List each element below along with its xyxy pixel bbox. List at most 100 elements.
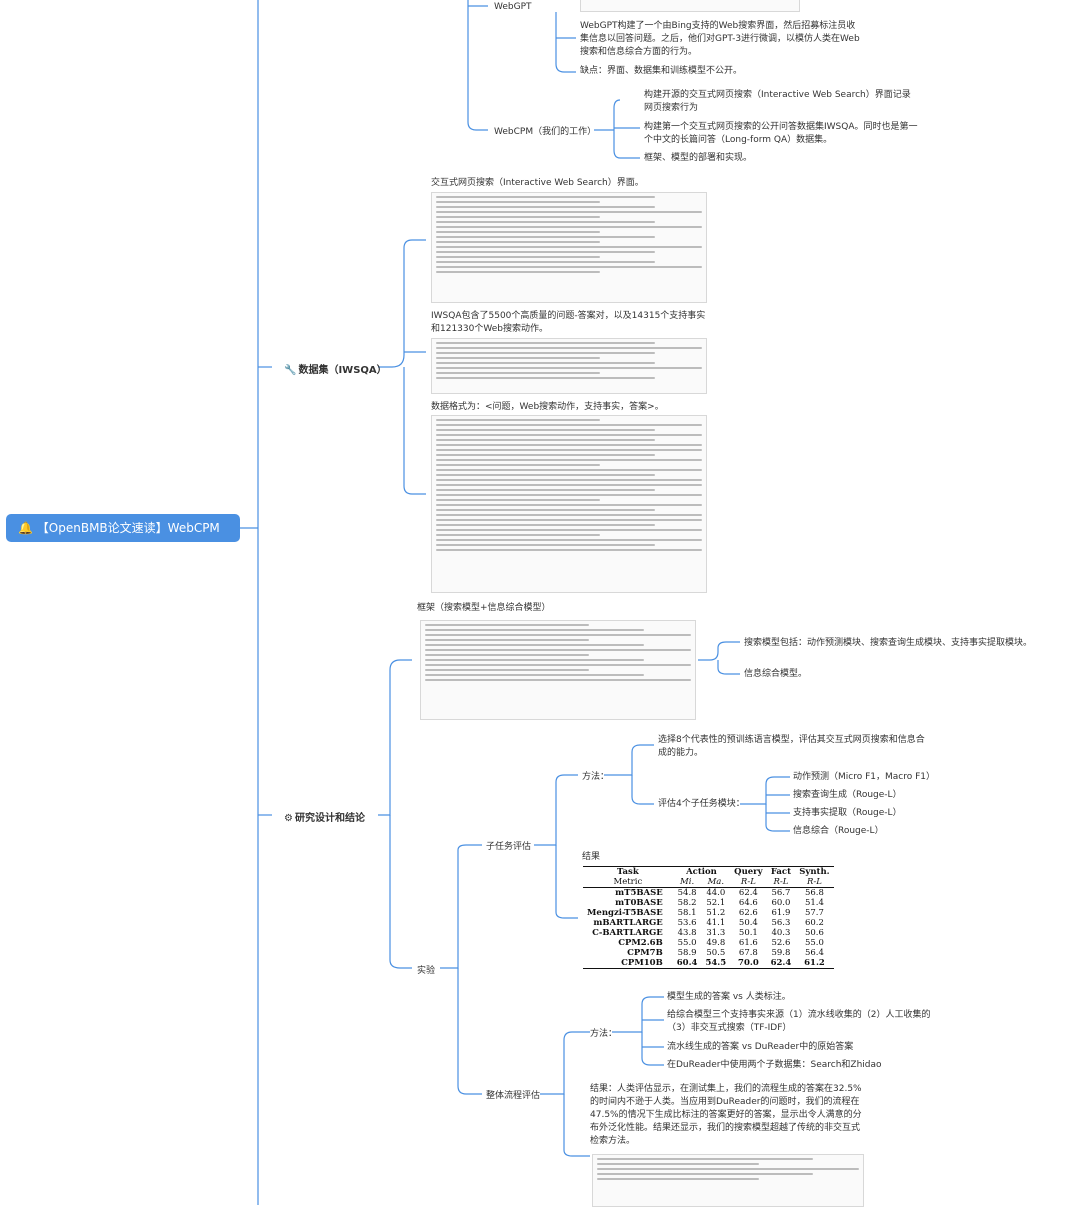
dataset-format: 数据格式为：<问题，Web搜索动作，支持事实，答案>。	[431, 402, 664, 412]
table-subheader: Mi.	[672, 877, 702, 888]
research-label: 研究设计和结论	[294, 813, 365, 824]
score-cell: 60.4	[672, 958, 702, 969]
score-cell: 51.4	[804, 898, 824, 908]
dataset-comparison-table-image	[431, 338, 707, 394]
subtask-method-node[interactable]: 方法：	[582, 772, 610, 782]
model-name-cell: CPM2.6B	[618, 938, 663, 948]
module-item: 动作预测（Micro F1，Macro F1）	[793, 772, 935, 782]
pipeline-method-item: 模型生成的答案 vs 人类标注。	[667, 992, 791, 1002]
framework-item: 信息综合模型。	[744, 669, 808, 679]
score-cell: 56.3	[771, 918, 791, 928]
gear-icon: ⚙	[284, 813, 293, 824]
dataset-stats: IWSQA包含了5500个高质量的问题-答案对，以及14315个支持事实和121…	[431, 311, 706, 334]
score-cell: 58.1	[677, 908, 697, 918]
module-item: 支持事实提取（Rouge-L）	[793, 808, 902, 818]
score-cell: 55.0	[677, 938, 697, 948]
webgpt-cons: 缺点：界面、数据集和训练模型不公开。	[580, 66, 743, 76]
root-label: 【OpenBMB论文速读】WebCPM	[36, 521, 220, 535]
table-row: C-BARTLARGE 43.8 31.3 50.1 40.3 50.6	[583, 928, 834, 938]
score-cell: 50.5	[706, 948, 726, 958]
score-cell: 44.0	[706, 888, 726, 898]
score-cell: 58.2	[677, 898, 697, 908]
score-cell: 52.6	[771, 938, 791, 948]
pipeline-node[interactable]: 整体流程评估	[486, 1091, 541, 1101]
module-item: 信息综合（Rouge-L）	[793, 826, 884, 836]
score-cell: 64.6	[738, 898, 758, 908]
model-name-cell: C-BARTLARGE	[592, 928, 663, 938]
score-cell: 58.9	[677, 948, 697, 958]
table-subheader: R-L	[766, 877, 796, 888]
webcpm-item: 框架、模型的部署和实现。	[644, 153, 753, 163]
model-name-cell: Mengzi-T5BASE	[587, 908, 663, 918]
pipeline-method-item: 给综合模型三个支持事实来源（1）流水线收集的（2）人工收集的（3）非交互式搜索（…	[667, 1010, 931, 1033]
webgpt-screenshot-image	[580, 0, 800, 12]
pipeline-method-item: 流水线生成的答案 vs DuReader中的原始答案	[667, 1042, 854, 1052]
score-cell: 51.2	[706, 908, 726, 918]
score-cell: 56.7	[771, 888, 791, 898]
table-header: Query	[730, 866, 767, 877]
table-header: Synth.	[795, 866, 834, 877]
framework-title: 框架（搜索模型+信息综合模型）	[417, 603, 551, 613]
score-cell: 50.6	[804, 928, 824, 938]
model-name-cell: mT0BASE	[615, 898, 663, 908]
interface-title: 交互式网页搜索（Interactive Web Search）界面。	[431, 178, 644, 188]
score-cell: 54.5	[701, 958, 731, 969]
table-header: Action	[672, 866, 731, 877]
score-cell: 40.3	[771, 928, 791, 938]
table-subheader: Ma.	[701, 877, 731, 888]
score-cell: 62.6	[738, 908, 758, 918]
experiment-node[interactable]: 实验	[417, 966, 436, 976]
pipeline-method-node[interactable]: 方法：	[590, 1029, 618, 1039]
model-name-cell: CPM10B	[583, 958, 673, 969]
score-cell: 62.4	[766, 958, 796, 969]
research-node[interactable]: ⚙研究设计和结论	[280, 808, 369, 825]
table-header: Task	[583, 866, 673, 877]
subtask-node[interactable]: 子任务评估	[486, 842, 532, 852]
model-name-cell: mT5BASE	[615, 888, 663, 898]
table-subheader: R-L	[795, 877, 834, 888]
model-name-cell: mBARTLARGE	[593, 918, 663, 928]
subtask-method-item: 评估4个子任务模块：	[658, 799, 745, 809]
score-cell: 43.8	[677, 928, 697, 938]
webgpt-description: WebGPT构建了一个由Bing支持的Web搜索界面，然后招募标注员收集信息以回…	[580, 21, 860, 57]
webcpm-item: 构建第一个交互式网页搜索的公开问答数据集IWSQA。同时也是第一个中文的长篇问答…	[644, 122, 918, 145]
score-cell: 31.3	[706, 928, 726, 938]
score-cell: 60.0	[771, 898, 791, 908]
framework-item: 搜索模型包括：动作预测模块、搜索查询生成模块、支持事实提取模块。	[744, 638, 1033, 648]
webgpt-node[interactable]: WebGPT	[494, 2, 532, 12]
score-cell: 49.8	[706, 938, 726, 948]
score-cell: 55.0	[804, 938, 824, 948]
table-header: Fact	[766, 866, 796, 877]
wrench-icon: 🔧	[284, 365, 297, 376]
table-row: CPM2.6B 55.0 49.8 61.6 52.6 55.0	[583, 938, 834, 948]
table-subheader: R-L	[730, 877, 767, 888]
model-name-cell: CPM7B	[627, 948, 663, 958]
score-cell: 59.8	[771, 948, 791, 958]
dataset-label: 数据集（IWSQA）	[298, 365, 387, 376]
results-table: Task Action Query Fact Synth. Metric Mi.…	[583, 866, 834, 969]
pipeline-result: 结果：人类评估显示，在测试集上，我们的流程生成的答案在32.5%的时间内不逊于人…	[590, 1084, 862, 1146]
score-cell: 53.6	[677, 918, 697, 928]
score-cell: 50.1	[738, 928, 758, 938]
pipeline-charts-image	[592, 1154, 864, 1207]
root-topic[interactable]: 🔔 【OpenBMB论文速读】WebCPM	[6, 514, 240, 542]
score-cell: 54.8	[677, 888, 697, 898]
pipeline-method-item: 在DuReader中使用两个子数据集：Search和Zhidao	[667, 1060, 882, 1070]
module-item: 搜索查询生成（Rouge-L）	[793, 790, 902, 800]
webcpm-node[interactable]: WebCPM（我们的工作）	[494, 127, 597, 137]
score-cell: 52.1	[706, 898, 726, 908]
interface-screenshot-image	[431, 192, 707, 303]
framework-diagram-image	[420, 620, 696, 720]
webcpm-item: 构建开源的交互式网页搜索（Interactive Web Search）界面记录…	[644, 90, 911, 113]
score-cell: 61.6	[738, 938, 758, 948]
score-cell: 61.2	[795, 958, 834, 969]
subtask-method-item: 选择8个代表性的预训练语言模型，评估其交互式网页搜索和信息合成的能力。	[658, 735, 925, 758]
score-cell: 56.4	[804, 948, 824, 958]
dataset-node[interactable]: 🔧数据集（IWSQA）	[280, 360, 391, 377]
